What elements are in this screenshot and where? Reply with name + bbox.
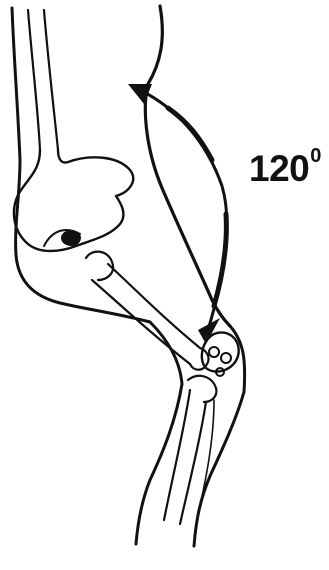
thigh-front-line	[145, 6, 230, 326]
degree-superscript: 0	[310, 145, 321, 167]
lower-leg	[136, 322, 245, 546]
shin-back-line	[136, 322, 182, 544]
femur-shaft-left	[28, 10, 40, 150]
femur-bone	[14, 10, 133, 251]
curved-double-arrow-icon	[128, 84, 227, 344]
femur-fovea-dot	[61, 230, 81, 246]
arrow-arc-thick-upper	[168, 108, 212, 160]
bone-shaft-bottom-edge	[92, 280, 190, 364]
sesamoid-bone-2	[221, 353, 231, 363]
bone-distal-end	[190, 348, 209, 370]
tibia-head	[188, 376, 216, 402]
femur-shaft-right	[44, 10, 58, 150]
sesamoid-bone-1	[209, 347, 219, 357]
arrow-arc-thick-lower	[214, 214, 226, 306]
thigh-outline	[12, 6, 230, 326]
angle-value: 120	[249, 148, 309, 189]
arrow-arc	[140, 90, 227, 330]
fibula	[196, 400, 214, 524]
angle-label: 1200	[249, 150, 321, 187]
